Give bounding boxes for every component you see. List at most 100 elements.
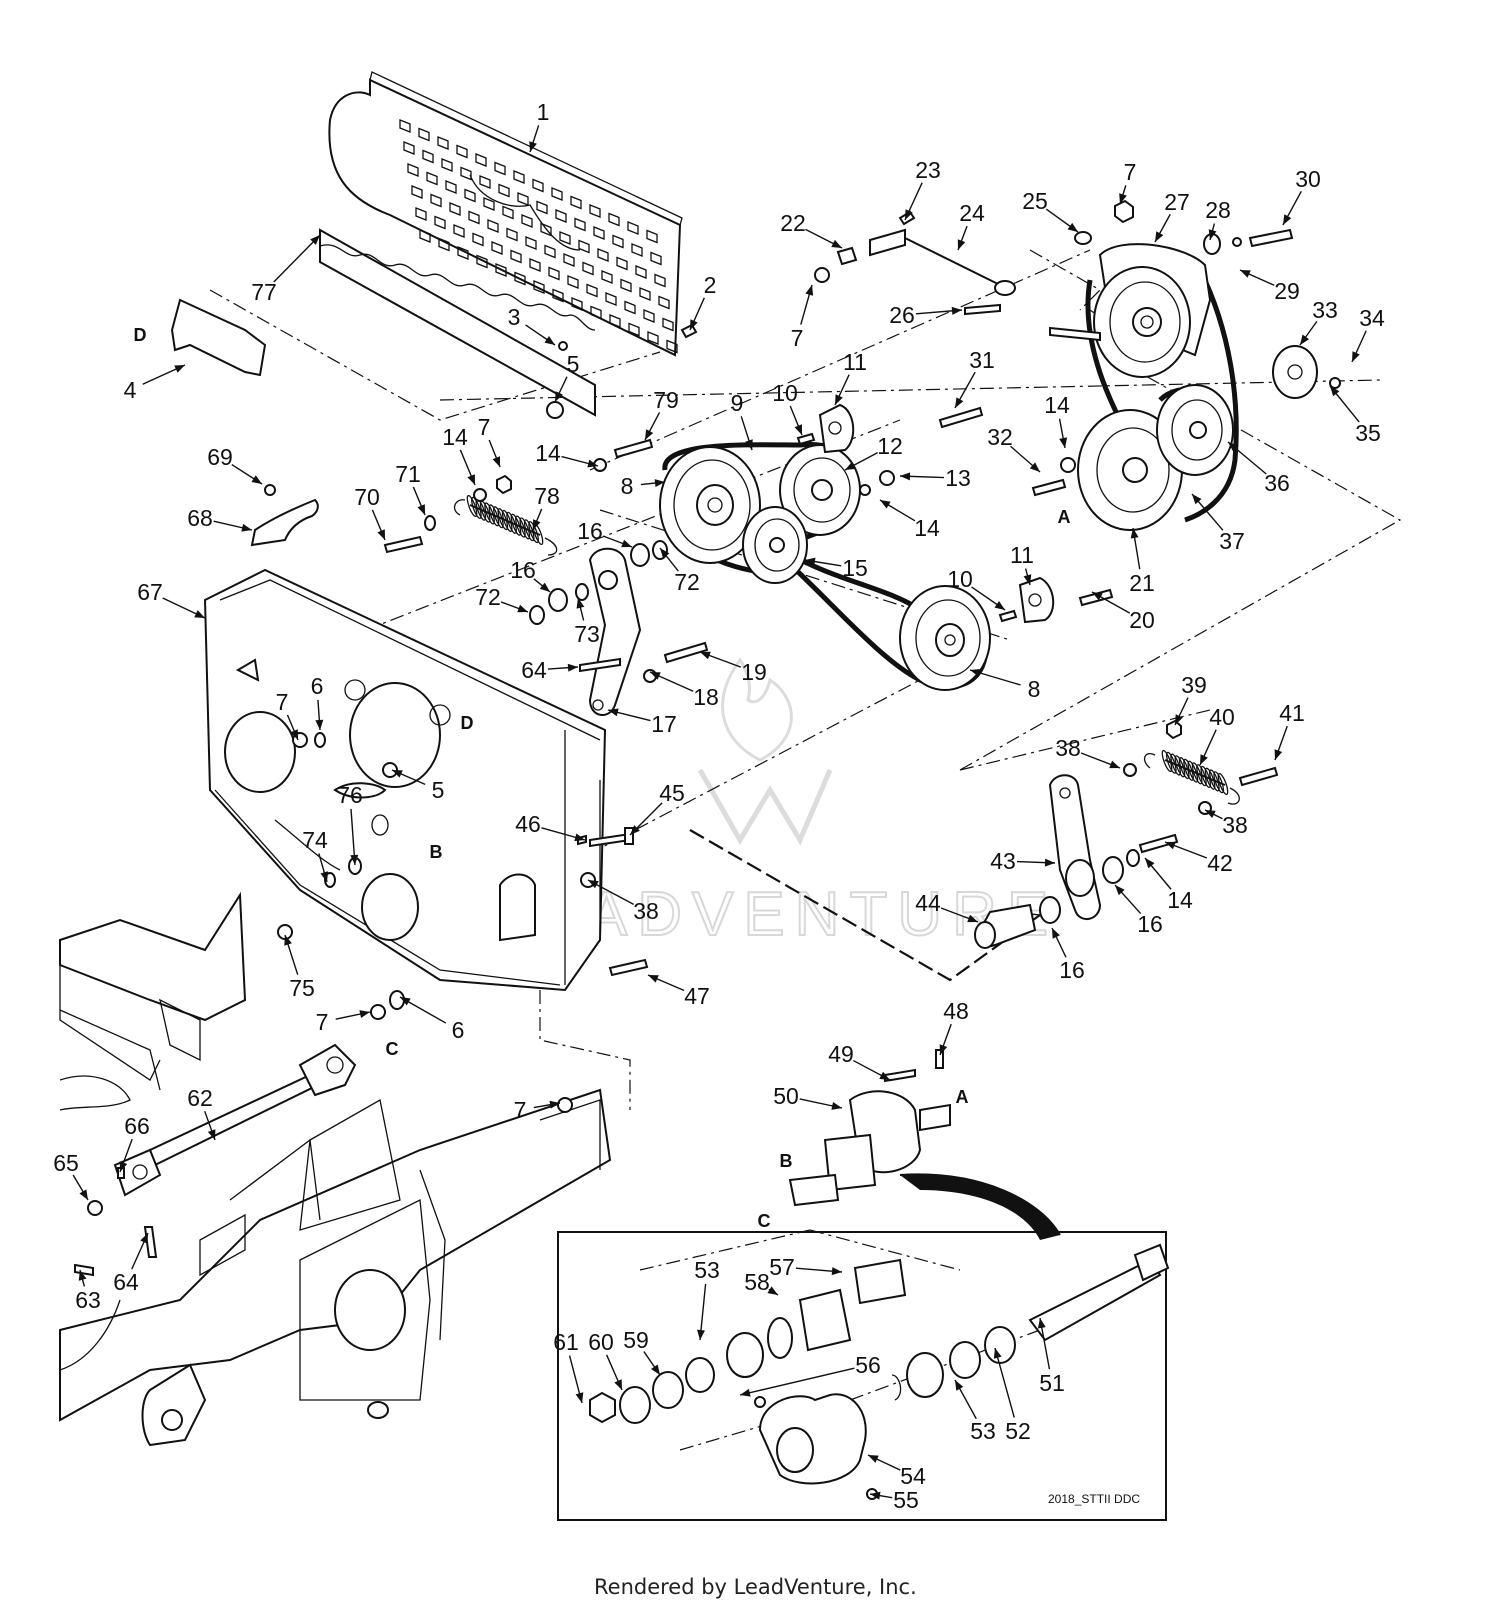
callout-number: 29 [1274,278,1300,304]
grille-slot [571,297,583,311]
spring-coil [471,496,482,519]
callout-number: 16 [577,518,603,544]
callout-52: 52 [993,1347,1031,1444]
leader-arrowhead [614,1379,622,1390]
callout-14: 14 [1144,857,1193,913]
reference-letter-a: A [1058,507,1071,527]
leader-arrowhead [588,880,599,889]
callout-number: 1 [537,99,550,125]
callout-number: 58 [744,1269,770,1295]
leader-arrowhead [805,557,816,566]
hub-lower [1018,576,1055,624]
key-31 [938,406,984,429]
leader-arrowhead [621,539,632,548]
grille-slot [415,207,427,221]
reference-letter-d: D [134,325,147,345]
callout-16: 16 [1114,884,1163,937]
callout-8: 8 [621,473,666,499]
callout-29: 29 [1239,269,1300,304]
pto-clutch [1049,243,1212,378]
callout-21: 21 [1129,527,1155,596]
callout-33: 33 [1299,297,1338,346]
grille-slot [514,271,526,286]
leader-arrowhead [939,1044,948,1055]
grille-slot [570,195,582,210]
grille-slot [590,305,602,320]
callout-number: 72 [475,584,501,610]
key-lower [998,609,1018,623]
grille-slot [624,300,636,315]
callout-14: 14 [1044,392,1070,449]
callout-number: 52 [1005,1418,1031,1444]
callout-7: 7 [316,1009,371,1035]
callout-number: 39 [1181,672,1207,698]
callout-number: 31 [969,347,995,373]
leader-arrowhead [831,1267,842,1276]
grille-slot [627,221,639,235]
callout-78: 78 [532,483,560,531]
pulley-idler-36 [1156,384,1234,476]
callout-12: 12 [844,433,903,471]
leader-arrowhead [1130,528,1139,539]
callout-number: 33 [1312,297,1338,323]
leader-arrowhead [905,209,913,220]
callout-41: 41 [1274,700,1305,761]
leader-arrowhead [1200,754,1208,765]
callout-number: 71 [395,461,421,487]
leader-arrowhead [1205,810,1216,819]
callout-75: 75 [284,934,315,1001]
spring-coil [497,508,509,531]
callout-7: 7 [514,1097,561,1123]
leader-arrowhead [648,975,659,983]
leader-arrowhead [831,239,842,248]
leader-arrowhead [970,669,981,677]
spring-coil [493,506,504,529]
main-panel [203,568,649,1020]
leader-arrowhead [1044,858,1055,867]
callout-16: 16 [510,557,551,593]
callout-67: 67 [137,579,206,619]
callout-number: 76 [337,782,363,808]
callout-68: 68 [187,505,253,532]
callout-number: 18 [693,684,719,710]
callout-number: 4 [124,377,137,403]
callout-number: 57 [769,1254,795,1280]
grille-slot [608,212,620,227]
leader-arrowhead [994,601,1005,610]
grille-slot [422,149,434,164]
callout-35: 35 [1329,385,1381,446]
leader-arrowhead [951,306,962,315]
callout-number: 36 [1264,470,1290,496]
leader-arrowhead [794,424,802,435]
callout-number: 44 [915,890,941,916]
drawing-code: 2018_STTII DDC [1048,1492,1140,1506]
reference-letter-b: B [430,842,443,862]
callout-number: 48 [943,998,969,1024]
callout-number: 9 [731,390,744,416]
spring-coil [523,519,535,542]
callout-73: 73 [574,597,600,647]
guard-68 [250,484,319,547]
leader-arrowhead [1300,334,1310,345]
callout-number: 56 [855,1352,881,1378]
reference-letter-a: A [956,1087,969,1107]
callout-number: 24 [959,200,985,226]
grille-slot [483,197,495,211]
callout-number: 7 [514,1097,527,1123]
callout-number: 38 [1055,735,1081,761]
callout-63: 63 [75,1269,101,1313]
callout-number: 78 [534,483,560,509]
callout-number: 8 [621,473,634,499]
callout-4: 4 [124,364,186,403]
callout-number: 38 [1222,812,1248,838]
callout-number: 66 [124,1113,150,1139]
leader-arrowhead [400,997,411,1006]
leader-arrowhead [870,1491,881,1500]
leader-arrowhead [1059,437,1068,448]
callout-number: 16 [1137,911,1163,937]
callout-number: 7 [791,325,804,351]
callout-28: 28 [1205,197,1231,241]
frame [59,891,612,1447]
leader-arrowhead [241,523,252,532]
